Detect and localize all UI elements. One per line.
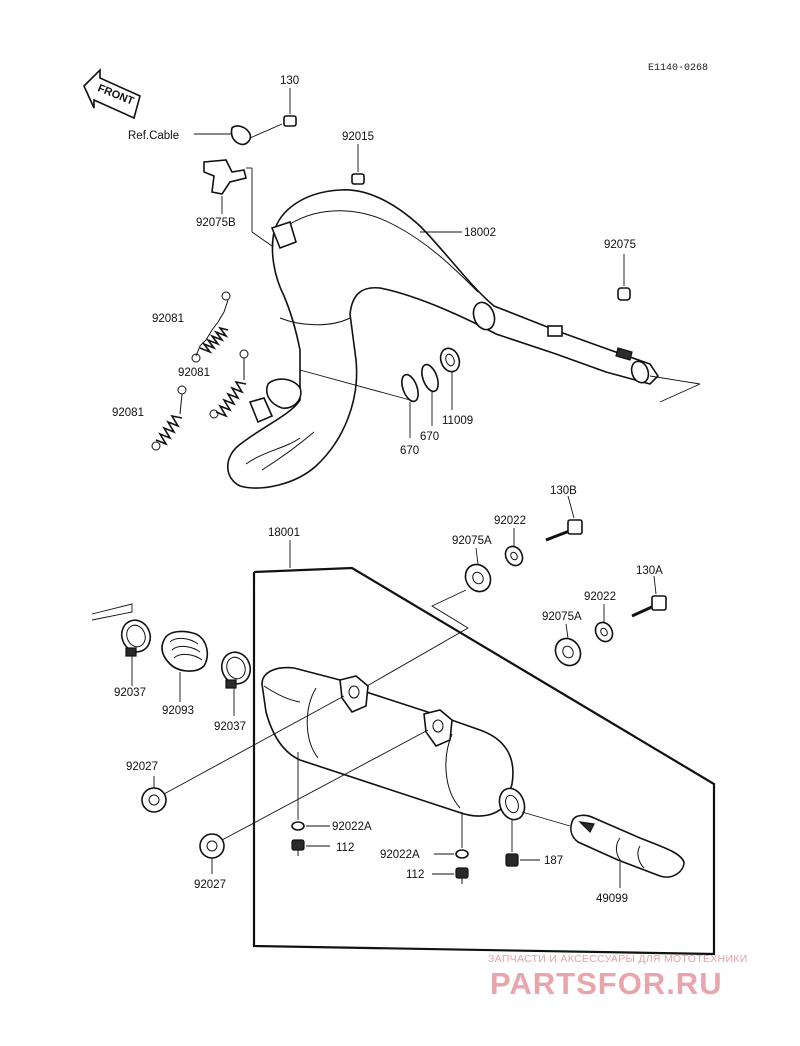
bolt-130a — [631, 575, 667, 618]
label-112-b: 112 — [406, 869, 424, 881]
label-130: 130 — [280, 75, 299, 87]
label-92027-b: 92027 — [194, 879, 226, 891]
bolt-130 — [283, 88, 297, 127]
damper-92075 — [617, 254, 631, 301]
spring-92081-a — [191, 291, 231, 363]
expansion-chamber-18002 — [226, 189, 701, 489]
spring-92081-b — [209, 349, 249, 419]
label-11009: 11009 — [442, 415, 473, 427]
clamp-92037-a — [120, 619, 152, 686]
bolt-130b — [545, 495, 583, 542]
leader-left-clamp — [91, 603, 133, 621]
assembly-frame-18001 — [252, 566, 716, 956]
connector-92093 — [161, 630, 209, 702]
label-187: 187 — [544, 855, 563, 867]
clamp-92037-b — [220, 651, 252, 716]
gasket-11009 — [439, 347, 461, 410]
label-130b: 130B — [550, 485, 577, 497]
label-92015: 92015 — [342, 131, 374, 143]
bracket-92075b — [203, 159, 273, 247]
washer-92022-a — [504, 528, 524, 567]
label-92081-b: 92081 — [178, 367, 210, 379]
label-92022a-b: 92022A — [380, 849, 420, 861]
bolt-112-a — [291, 839, 330, 856]
label-92075a-b: 92075A — [542, 611, 582, 623]
label-112-a: 112 — [336, 842, 354, 854]
front-arrow-icon: FRONT — [83, 68, 141, 120]
spring-92081-c — [151, 385, 187, 451]
label-92081-c: 92081 — [112, 407, 144, 419]
label-92081-a: 92081 — [152, 313, 184, 325]
silencer-body — [261, 666, 526, 821]
damper-92027-b — [199, 729, 429, 874]
label-92075: 92075 — [604, 239, 636, 251]
label-49099: 49099 — [596, 893, 628, 905]
label-670-b: 670 — [420, 431, 439, 443]
washer-92022a-b — [434, 812, 469, 859]
bolt-187 — [505, 820, 540, 867]
end-cap-49099 — [521, 811, 685, 888]
cable-clip — [194, 123, 283, 146]
damper-92027-a — [141, 695, 345, 813]
watermark-site: PARTSFOR.RU — [490, 966, 723, 1001]
label-92022-b: 92022 — [584, 591, 616, 603]
leader-upper-mount — [359, 589, 469, 691]
o-ring-670-a — [401, 373, 419, 438]
diagram-code: E1140-0268 — [648, 63, 708, 74]
nut-92015 — [351, 144, 365, 185]
label-ref-cable: Ref.Cable — [128, 130, 179, 142]
washer-92022a-a — [291, 752, 330, 831]
label-18001: 18001 — [268, 527, 300, 539]
label-670-a: 670 — [400, 445, 419, 457]
label-92075a-a: 92075A — [452, 535, 492, 547]
watermark-tagline: ЗАПЧАСТИ И АКСЕССУАРЫ ДЛЯ МОТОТЕХНИКИ — [488, 953, 748, 965]
label-92022-a: 92022 — [494, 515, 526, 527]
label-92027-a: 92027 — [126, 761, 158, 773]
o-ring-670-b — [421, 363, 439, 426]
label-92037-a: 92037 — [114, 687, 146, 699]
label-18002: 18002 — [464, 227, 496, 239]
damper-92075a-b — [554, 623, 582, 667]
bolt-112-b — [432, 867, 469, 884]
watermark: ЗАПЧАСТИ И АКСЕССУАРЫ ДЛЯ МОТОТЕХНИКИ PA… — [488, 953, 748, 1001]
washer-92022-b — [594, 604, 614, 643]
label-92093: 92093 — [162, 705, 194, 717]
label-130a: 130A — [636, 565, 663, 577]
damper-92075a-a — [464, 547, 492, 593]
label-92037-b: 92037 — [214, 721, 246, 733]
label-92075b: 92075B — [196, 217, 236, 229]
label-92022a-a: 92022A — [332, 821, 372, 833]
